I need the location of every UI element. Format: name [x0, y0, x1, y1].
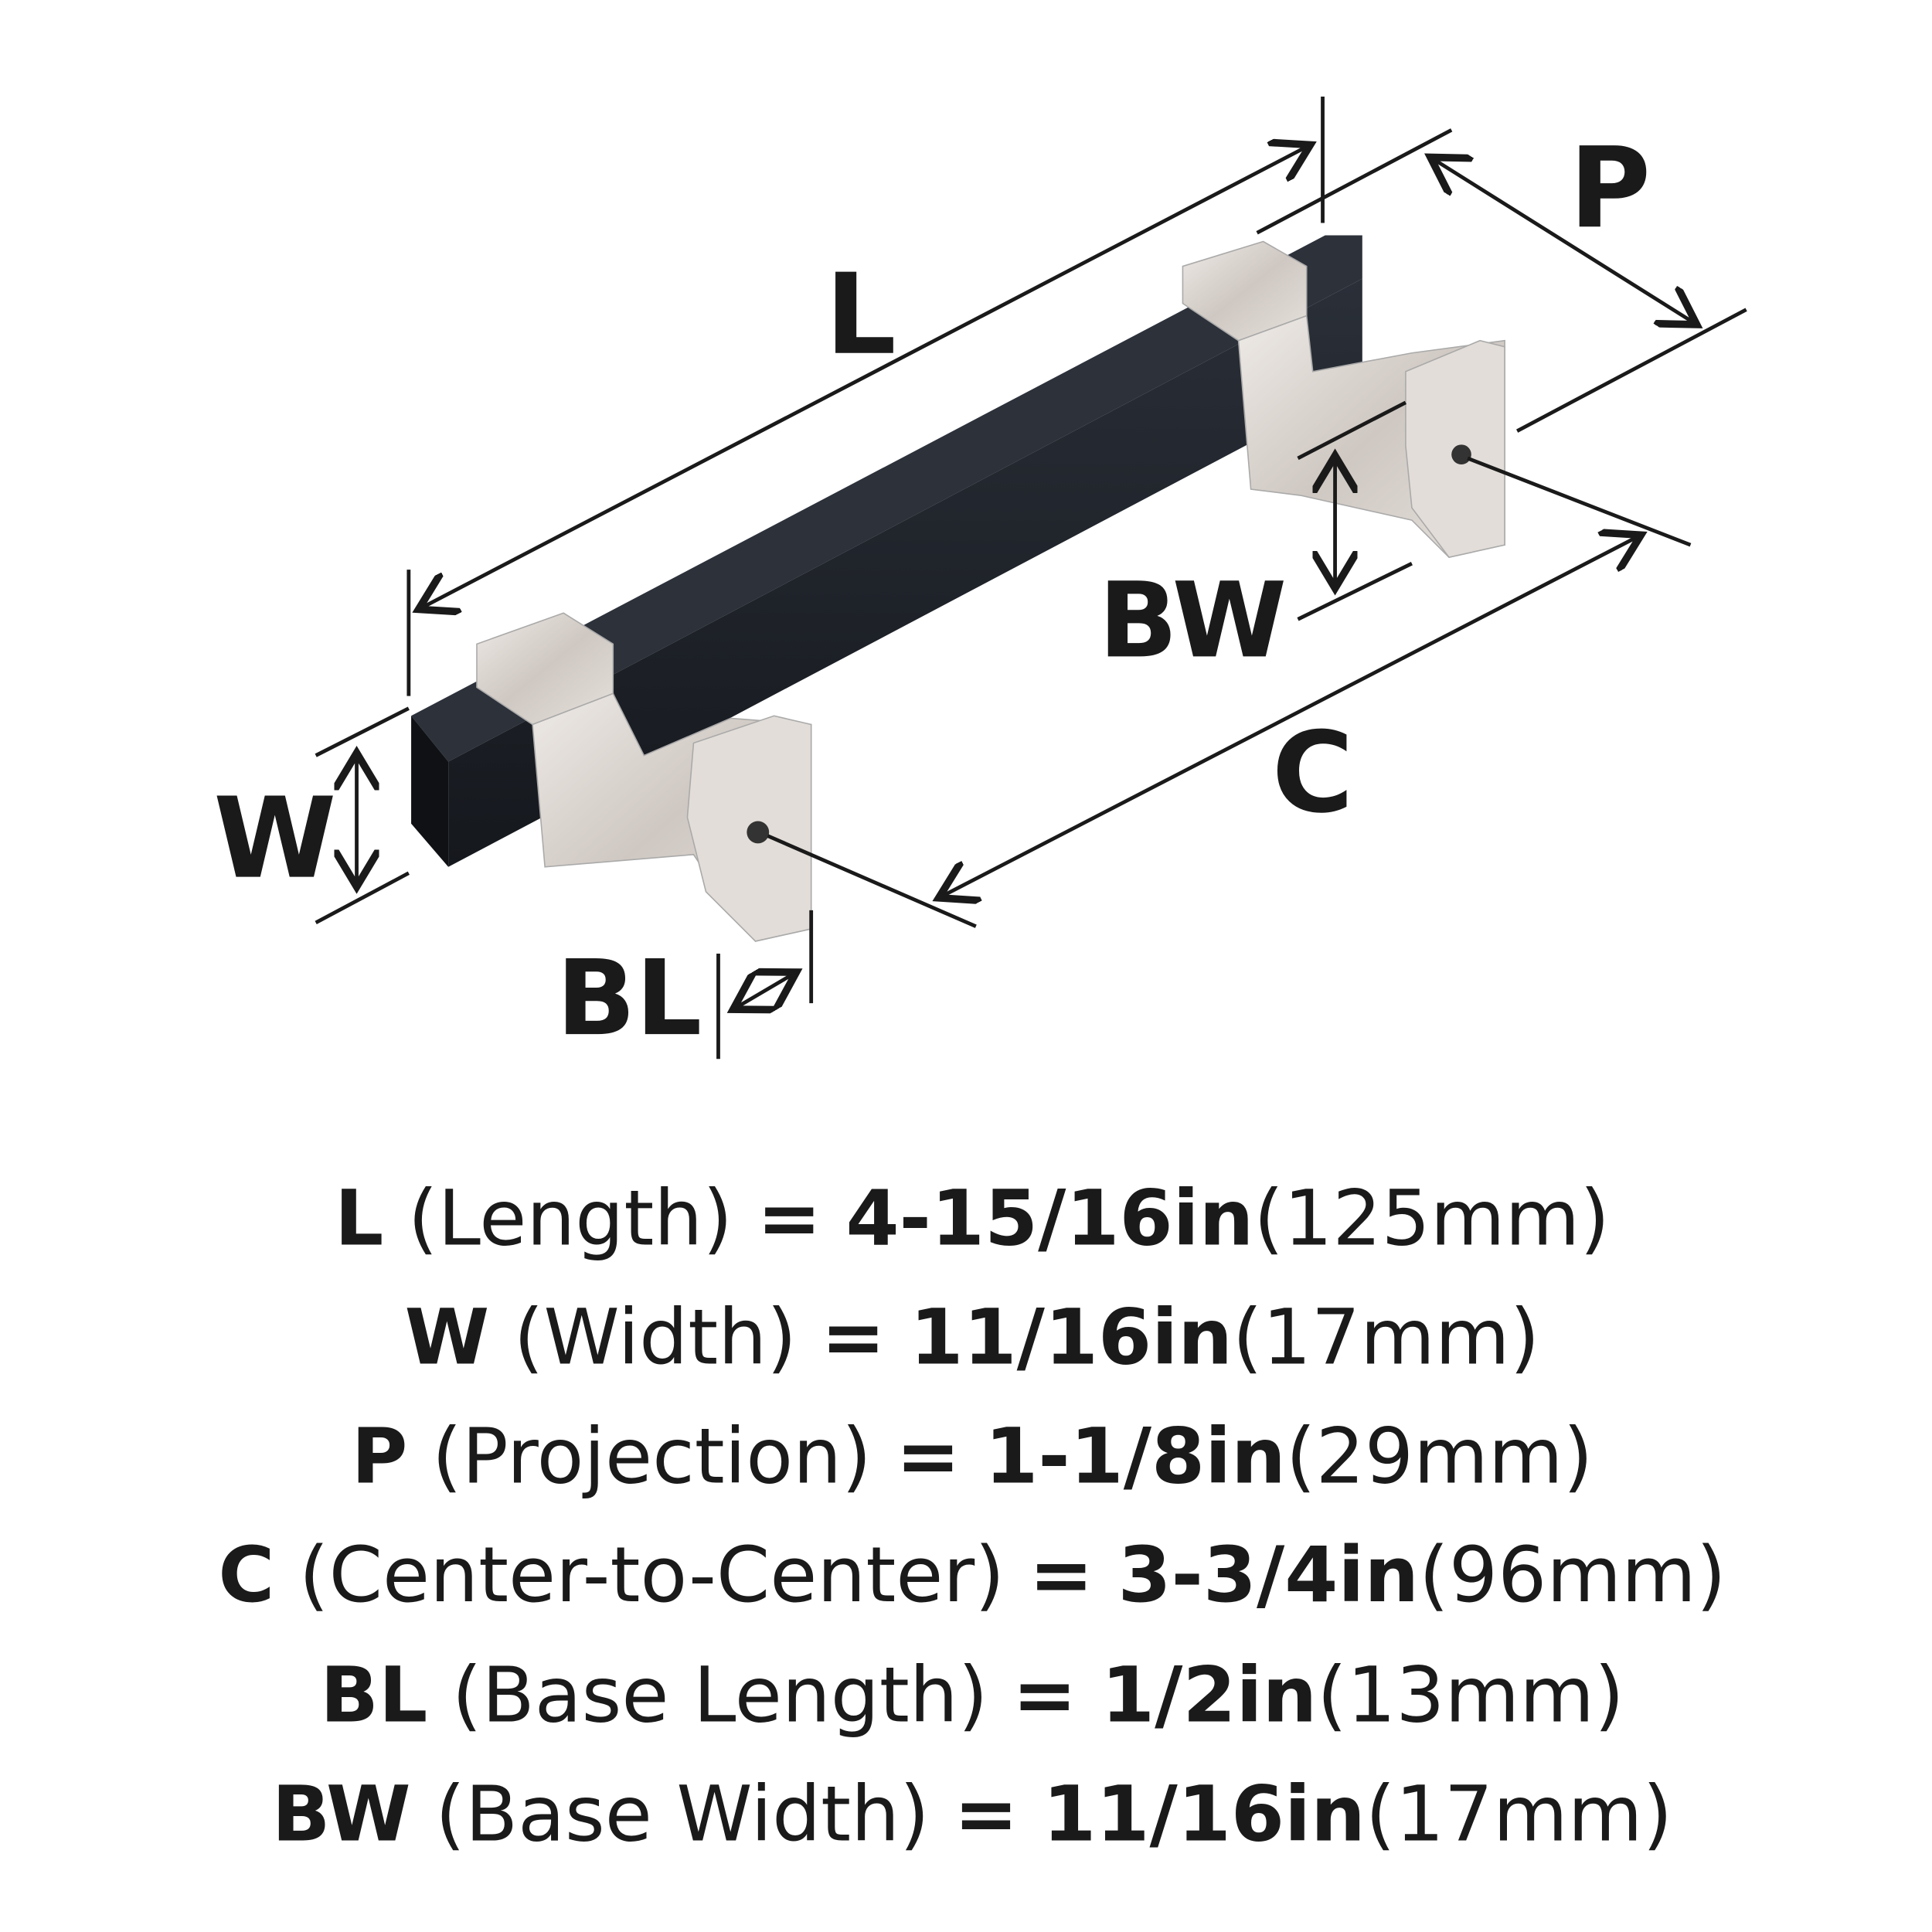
label-BL: BL — [556, 937, 702, 1059]
label-BW: BW — [1098, 560, 1287, 681]
spec-line-base-width: BW (Base Width) = 11/16in(17mm) — [272, 1770, 1673, 1859]
spec-list: L (Length) = 4-15/16in(125mm) W (Width) … — [218, 1175, 1726, 1859]
spec-line-length: L (Length) = 4-15/16in(125mm) — [335, 1175, 1610, 1264]
spec-line-base-length: BL (Base Length) = 1/2in(13mm) — [320, 1651, 1624, 1740]
label-L: L — [825, 250, 896, 380]
spec-line-projection: P (Projection) = 1-1/8in(29mm) — [352, 1412, 1594, 1501]
left-post — [476, 612, 812, 942]
label-W: W — [213, 774, 336, 904]
label-P: P — [1569, 124, 1651, 253]
screw-hole-icon — [1451, 444, 1471, 464]
spec-line-center-to-center: C (Center-to-Center) = 3-3/4in(96mm) — [218, 1531, 1726, 1620]
spec-line-width: W (Width) = 11/16in(17mm) — [405, 1293, 1540, 1382]
screw-hole-icon — [747, 821, 770, 844]
dimension-lines — [315, 97, 1747, 1060]
label-C: C — [1272, 709, 1354, 838]
